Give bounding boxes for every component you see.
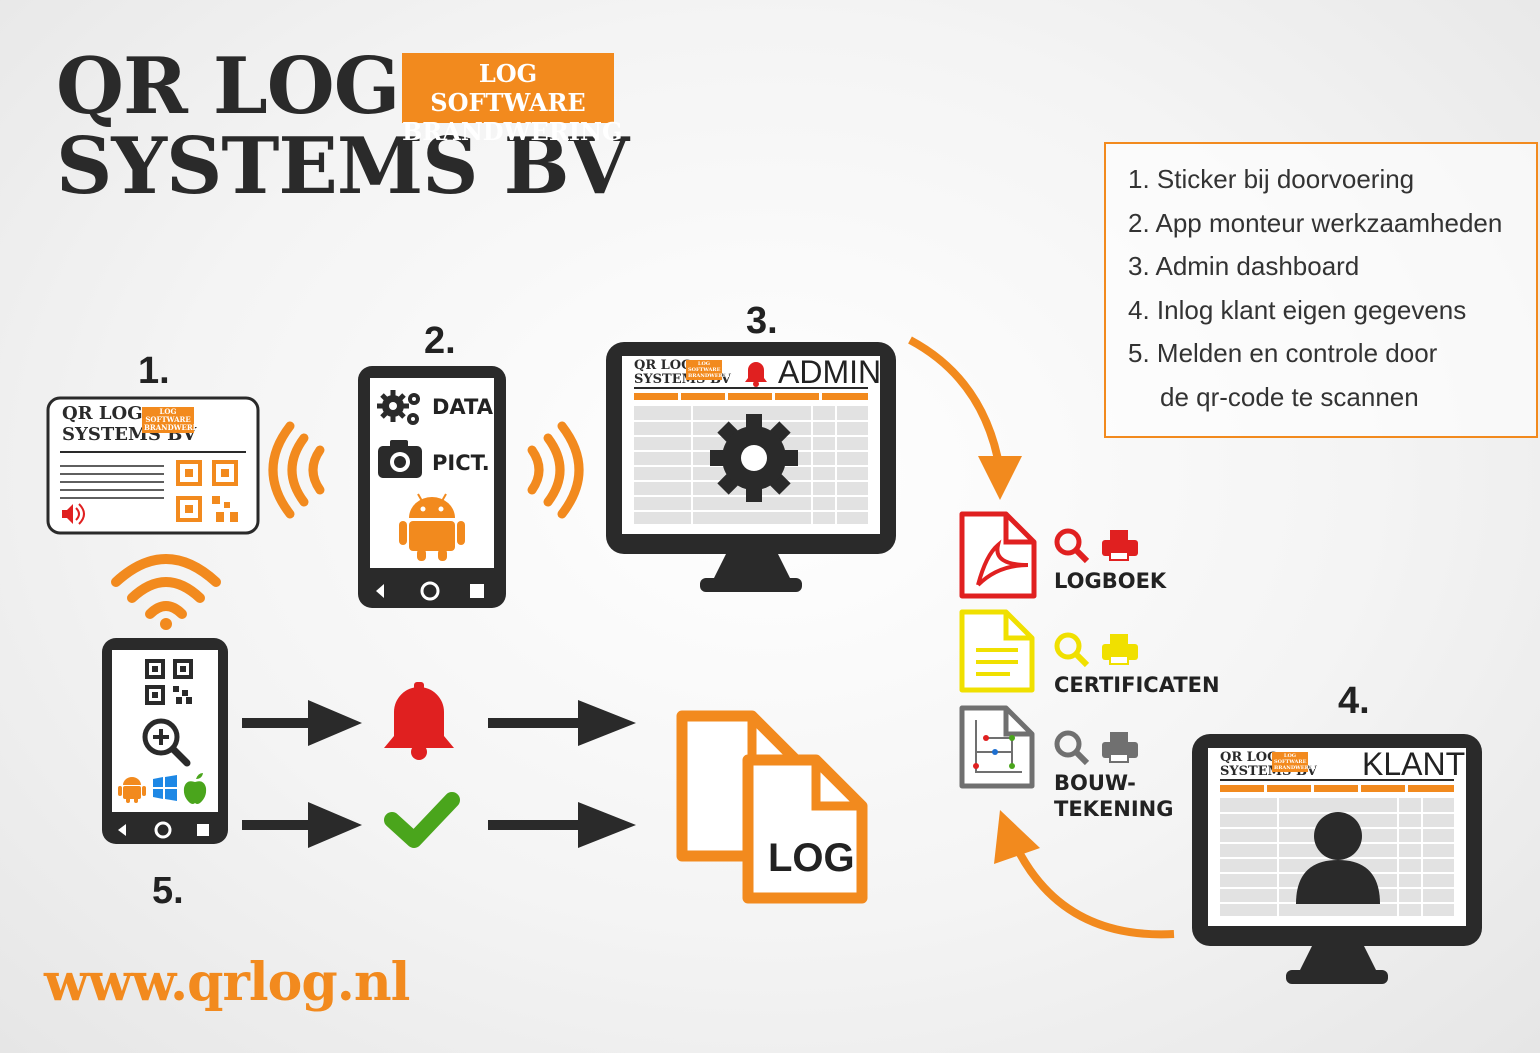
klant-title: KLANT — [1362, 746, 1466, 782]
arrow-admin-to-documents — [908, 336, 1022, 500]
sticker-badge-line1: LOG SOFTWARE — [145, 407, 191, 424]
certificate-document-icon — [959, 609, 1035, 693]
arrow-klant-to-documents — [994, 810, 1175, 939]
brand-badge-line2: BRANDWERING — [402, 117, 623, 146]
sticker-badge-line2: BRANDWERING — [144, 423, 209, 432]
speaker-icon — [62, 503, 85, 525]
brand-title-line2: SYSTEMS BV — [56, 121, 629, 212]
phone-back-button-icon — [376, 584, 384, 598]
admin-badge: LOG SOFTWARE BRANDWERING — [686, 360, 734, 380]
signal-waves-right-icon — [527, 421, 584, 519]
admin-gear-icon — [710, 414, 798, 502]
klant-badge-line2: BRANDWERING — [1274, 765, 1320, 771]
log-documents-icon — [676, 710, 868, 904]
alert-bell-icon — [384, 682, 454, 760]
website-url[interactable]: www.qrlog.nl — [44, 952, 410, 1013]
legend-box: 1. Sticker bij doorvoering 2. App monteu… — [1104, 142, 1538, 438]
klant-badge: LOG SOFTWARE BRANDWERING — [1272, 752, 1320, 772]
bouwtekening-print-icon — [1102, 732, 1138, 763]
step-2-number: 2. — [424, 320, 456, 362]
admin-title: ADMIN — [778, 354, 882, 390]
sticker-badge: LOG SOFTWARE BRANDWERING — [142, 407, 209, 433]
gears-icon — [377, 390, 420, 425]
android-icon — [399, 493, 465, 561]
signal-waves-left-icon — [268, 421, 325, 519]
legend-item-1: 1. Sticker bij doorvoering — [1128, 164, 1415, 194]
drawing-document-icon — [959, 705, 1035, 789]
legend-item-5: 5. Melden en controle door — [1128, 338, 1438, 369]
logboek-search-icon — [1054, 528, 1090, 564]
camera-icon — [378, 440, 422, 478]
qr-code-icon — [176, 460, 238, 522]
sticker-card — [46, 396, 260, 535]
apple-icon — [183, 773, 207, 804]
step-5-number: 5. — [152, 870, 184, 912]
checkmark-icon — [384, 792, 460, 848]
scan-qr-code-icon — [145, 659, 193, 705]
bouwtekening-label-line1: BOUW- — [1054, 771, 1136, 795]
step-4-number: 4. — [1338, 680, 1370, 722]
brand-badge: LOG SOFTWARE BRANDWERING — [402, 53, 622, 146]
bouwtekening-search-icon — [1054, 730, 1090, 766]
certificaten-print-icon — [1102, 634, 1138, 665]
zoom-in-icon — [142, 718, 191, 767]
admin-badge-line1: LOG SOFTWARE — [688, 361, 721, 373]
phone-data-label: DATA — [432, 395, 494, 419]
brand-badge-line1: LOG SOFTWARE — [430, 59, 586, 117]
sticker-brand-line1: QR LOG — [62, 403, 143, 424]
user-icon — [1296, 812, 1380, 904]
arrow-check-to-log — [488, 802, 636, 848]
certificaten-label: CERTIFICATEN — [1054, 673, 1220, 697]
monitor-klant — [1192, 734, 1482, 984]
klant-brand-line1: QR LOG — [1220, 750, 1279, 765]
legend-item-5-continued: de qr-code te scannen — [1160, 381, 1419, 412]
klant-badge-line1: LOG SOFTWARE — [1274, 753, 1307, 765]
admin-bell-icon — [745, 362, 767, 387]
phone-pict-label: PICT. — [432, 451, 490, 475]
bouwtekening-label-line2: TEKENING — [1054, 797, 1174, 821]
legend-item-2: 2. App monteur werkzaamheden — [1128, 207, 1503, 238]
logboek-label: LOGBOEK — [1054, 569, 1167, 593]
step-3-number: 3. — [746, 300, 778, 342]
logboek-print-icon — [1102, 530, 1138, 561]
arrow-phone-to-bell — [242, 700, 362, 746]
admin-brand-line1: QR LOG — [634, 358, 693, 373]
brand-title-line1: QR LOG — [56, 41, 400, 132]
log-documents-label: LOG — [768, 836, 855, 880]
step-1-number: 1. — [138, 350, 170, 392]
phone-scan — [102, 638, 228, 844]
wifi-signal-icon — [111, 554, 221, 619]
legend-item-4: 4. Inlog klant eigen gegevens — [1128, 294, 1467, 325]
android-small-icon — [118, 777, 146, 803]
arrow-bell-to-log — [488, 700, 636, 746]
phone-home-button-icon — [420, 581, 440, 601]
certificaten-search-icon — [1054, 632, 1090, 668]
legend-item-3: 3. Admin dashboard — [1128, 251, 1360, 282]
monitor-admin — [606, 342, 896, 592]
windows-icon — [153, 775, 177, 801]
admin-badge-line2: BRANDWERING — [688, 373, 734, 379]
phone-recent-button-icon — [470, 584, 484, 598]
arrow-phone-to-check — [242, 802, 362, 848]
phone-monteur — [358, 366, 506, 608]
pdf-document-icon — [959, 511, 1037, 599]
